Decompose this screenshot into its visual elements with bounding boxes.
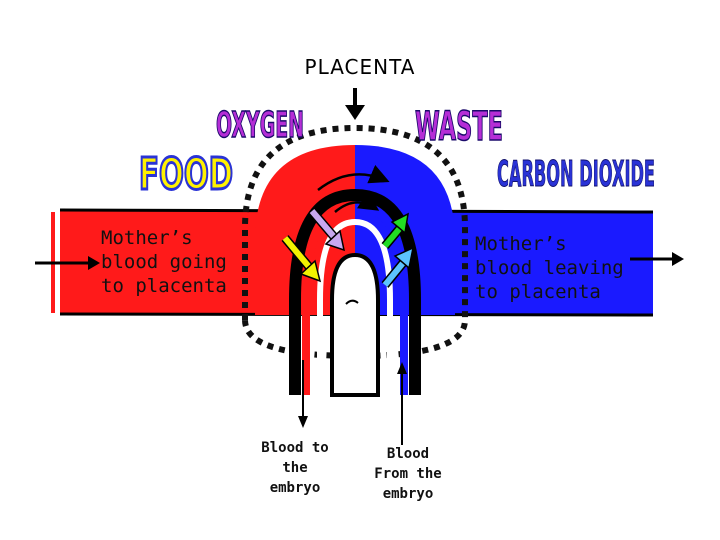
flow-arrow-outer — [317, 164, 390, 191]
inflow-arrow — [35, 212, 100, 313]
flow-arrow-inner — [334, 191, 380, 213]
blood-to-embryo-label: Blood to the embryo — [261, 440, 329, 496]
oxygen-wordart: OXYGEN — [216, 105, 304, 146]
green-arrow — [381, 212, 409, 249]
lavender-arrow — [308, 208, 346, 252]
mother-blood-going-label: Mother’s blood going to placenta — [101, 227, 227, 297]
placenta-down-arrow — [345, 88, 365, 120]
from-embryo-arrow — [397, 362, 407, 445]
food-wordart: FOOD — [139, 149, 233, 200]
waste-wordart: WASTE — [415, 104, 503, 150]
to-embryo-arrow — [298, 360, 308, 428]
yellow-arrow — [281, 235, 322, 283]
placenta-title: PLACENTA — [304, 55, 416, 79]
blood-from-embryo-label: Blood From the embryo — [374, 446, 442, 502]
outflow-arrow — [630, 252, 684, 266]
mother-blood-leaving-label: Mother’s blood leaving to placenta — [475, 233, 624, 303]
carbon-dioxide-wordart: CARBON DIOXIDE — [497, 154, 655, 195]
cyan-arrow — [381, 246, 415, 288]
